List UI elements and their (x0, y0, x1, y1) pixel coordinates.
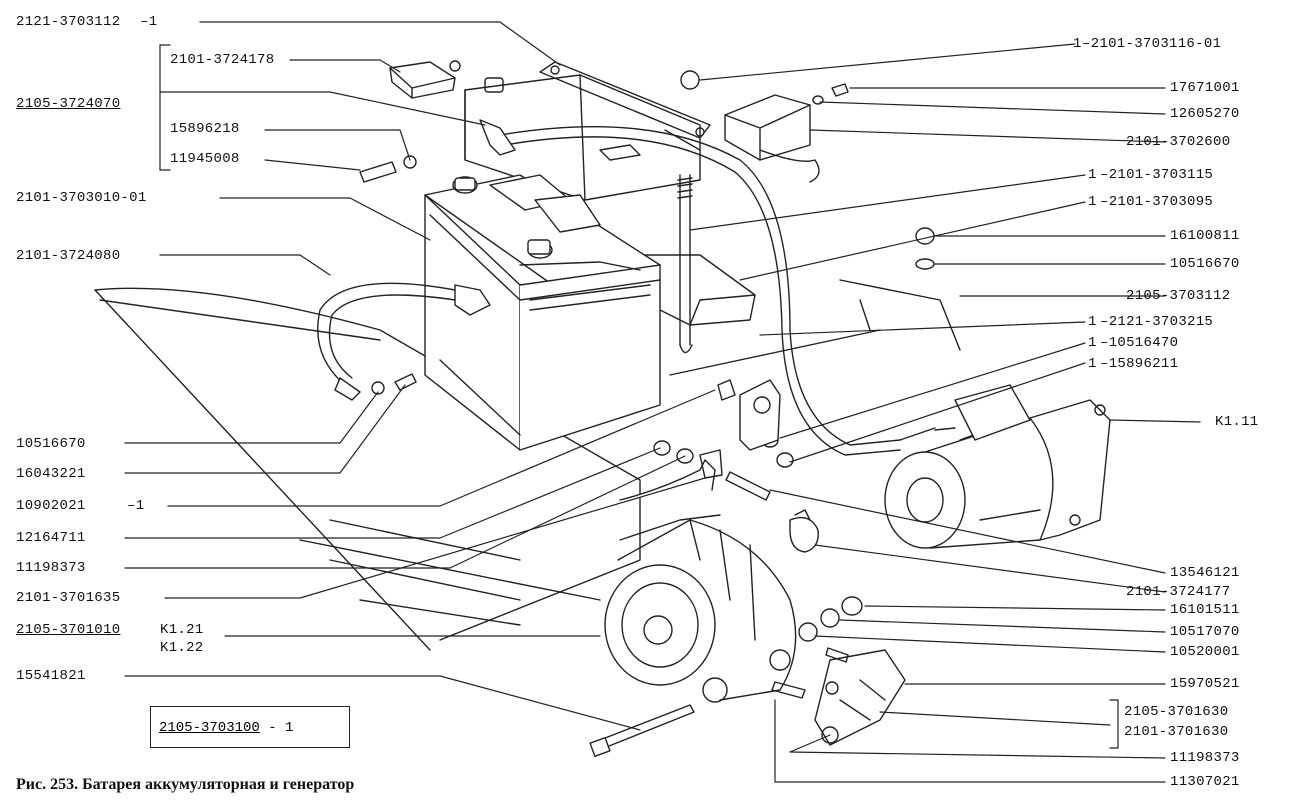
label-10516670: 10516670 (16, 436, 86, 452)
label-qty: –1 (140, 14, 158, 30)
label-qty-value: 1 (148, 14, 158, 30)
label-r10-qty: 1 (1088, 314, 1097, 330)
label-2105-3701010: 2105-3701010 (16, 622, 121, 638)
label-k1-22: K1.22 (160, 640, 204, 656)
starter-bracket-plate (739, 379, 781, 451)
small-bolt (359, 155, 417, 183)
assembly-sep: - (268, 720, 277, 736)
label-2101-3703095: –2101-3703095 (1100, 194, 1214, 210)
long-bolt (589, 704, 695, 758)
alternator (604, 459, 797, 703)
label-2101-3703115-value: 2101-3703115 (1108, 167, 1214, 183)
battery (424, 174, 661, 451)
leader-lines (124, 21, 1201, 783)
label-11198373: 11198373 (16, 560, 86, 576)
label-2101-3703010-01: 2101-3703010-01 (16, 190, 147, 206)
label-2105-3703112: 2105-3703112 (1126, 288, 1231, 304)
label-2121-3703112: 2121-3703112 (16, 14, 121, 30)
hold-down-rod (677, 174, 693, 354)
label-11945008: 11945008 (170, 151, 240, 167)
stud-clamp (725, 471, 819, 553)
label-2101-3724080: 2101-3724080 (16, 248, 121, 264)
label-r11-qty: 1 (1088, 335, 1097, 351)
label-r12-qty: 1 (1088, 356, 1097, 372)
label-10516670-r: 10516670 (1170, 256, 1240, 272)
label-r5-qty: 1 (1088, 167, 1097, 183)
label-2105-3701630: 2105-3701630 (1124, 704, 1229, 720)
label-k1-21: K1.21 (160, 622, 204, 638)
label-11198373-r: 11198373 (1170, 750, 1240, 766)
label-10902021-qty-value: 1 (135, 498, 145, 514)
starter-motor (884, 384, 1111, 549)
label-12605270: 12605270 (1170, 106, 1240, 122)
fuse-holder (389, 60, 461, 99)
label-10516470-value: 10516470 (1108, 335, 1179, 351)
label-2121-3703215-value: 2121-3703215 (1108, 314, 1214, 330)
label-10520001: 10520001 (1170, 644, 1240, 660)
label-r1-qty: 1 (1073, 36, 1082, 52)
assembly-box: 2105-3703100 - 1 (150, 706, 350, 748)
label-2101-3703095-value: 2101-3703095 (1108, 194, 1214, 210)
alternator-mount-bracket (771, 647, 906, 746)
label-10516470: –10516470 (1100, 335, 1179, 351)
label-15541821: 15541821 (16, 668, 86, 684)
assembly-qty: 1 (285, 720, 294, 736)
label-2121-3703215: –2121-3703215 (1100, 314, 1214, 330)
label-16101511: 16101511 (1170, 602, 1240, 618)
label-16100811: 16100811 (1170, 228, 1240, 244)
label-k1-11: K1.11 (1215, 414, 1259, 430)
label-2101-3724178: 2101-3724178 (170, 52, 275, 68)
hold-down-strap (539, 61, 711, 151)
label-10517070: 10517070 (1170, 624, 1240, 640)
label-2105-3724070: 2105-3724070 (16, 96, 121, 112)
label-2101-3703116-01-value: 2101-3703116-01 (1090, 36, 1222, 52)
assembly-part-number: 2105-3703100 (159, 720, 260, 736)
label-15970521: 15970521 (1170, 676, 1240, 692)
voltage-regulator (724, 83, 849, 183)
label-2101-3702600: 2101-3702600 (1126, 134, 1231, 150)
label-10902021-qty: –1 (127, 498, 145, 514)
label-2101-3701635: 2101-3701635 (16, 590, 121, 606)
negative-cable (317, 282, 491, 401)
label-10902021: 10902021 (16, 498, 86, 514)
label-11307021: 11307021 (1170, 774, 1240, 790)
label-13546121: 13546121 (1170, 565, 1240, 581)
adjusting-bracket (653, 440, 723, 479)
label-15896211: –15896211 (1100, 356, 1179, 372)
label-15896218: 15896218 (170, 121, 240, 137)
label-2101-3703116-01: –2101-3703116-01 (1082, 36, 1222, 52)
label-16043221: 16043221 (16, 466, 86, 482)
label-2101-3701630: 2101-3701630 (1124, 724, 1229, 740)
figure-caption: Рис. 253. Батарея аккумуляторная и генер… (16, 776, 355, 793)
label-2101-3703115: –2101-3703115 (1100, 167, 1214, 183)
body-panel-outline (94, 279, 961, 651)
label-2101-3724177: 2101-3724177 (1126, 584, 1231, 600)
label-17671001: 17671001 (1170, 80, 1240, 96)
label-15896211-value: 15896211 (1108, 356, 1179, 372)
label-12164711: 12164711 (16, 530, 86, 546)
label-r6-qty: 1 (1088, 194, 1097, 210)
